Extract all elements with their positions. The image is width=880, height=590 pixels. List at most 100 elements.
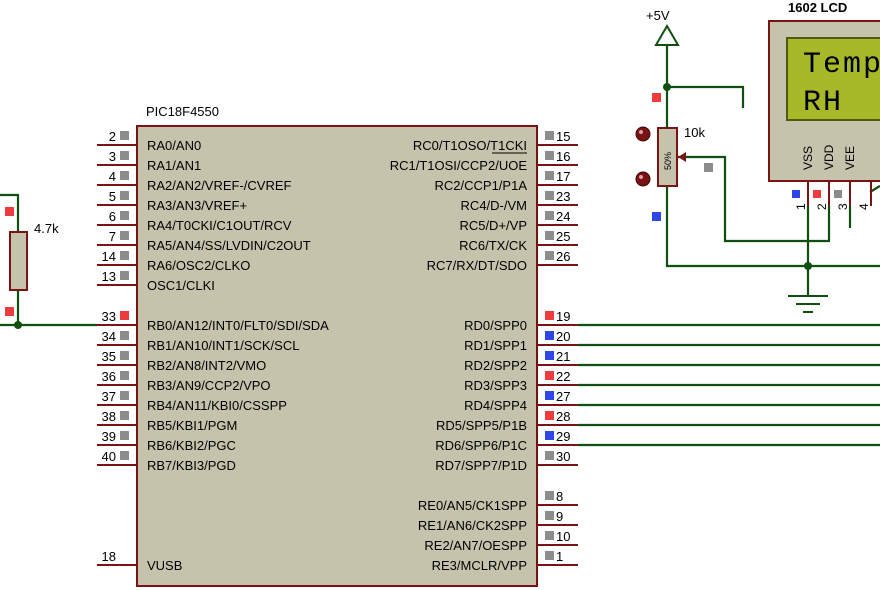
pin-number: 22 bbox=[556, 369, 570, 384]
pot-body bbox=[657, 127, 678, 187]
pin-label: RB3/AN9/CCP2/VPO bbox=[147, 378, 271, 393]
lcd-pin-number: 1 bbox=[794, 203, 808, 210]
pin-number: 38 bbox=[102, 409, 116, 424]
pin-state-indicator bbox=[545, 171, 554, 180]
pin-label: RB0/AN12/INT0/FLT0/SDI/SDA bbox=[147, 318, 329, 333]
wire-vcc-to-lcd bbox=[667, 85, 745, 108]
pin-state-indicator bbox=[120, 451, 129, 460]
pin-label: RB7/KBI3/PGD bbox=[147, 458, 236, 473]
pin-state-indicator bbox=[545, 231, 554, 240]
pin-number: 39 bbox=[102, 429, 116, 444]
pot-increase-button[interactable] bbox=[635, 126, 651, 142]
pin-number: 40 bbox=[102, 449, 116, 464]
pin-number: 1 bbox=[556, 549, 563, 564]
mcu-pic18f4550[interactable]: PIC18F4550 2RA0/AN03RA1/AN14RA2/AN2/VREF… bbox=[97, 104, 578, 587]
pin-number: 4 bbox=[109, 169, 116, 184]
power-arrow-icon bbox=[654, 24, 680, 46]
resistor-4k7[interactable]: 4.7k bbox=[5, 207, 59, 316]
pin-label: RA2/AN2/VREF-/CVREF bbox=[147, 178, 292, 193]
junction-dot bbox=[14, 321, 22, 329]
pin-number: 37 bbox=[102, 389, 116, 404]
pin-number: 25 bbox=[556, 229, 570, 244]
pin-label: RA3/AN3/VREF+ bbox=[147, 198, 247, 213]
pin-state-indicator bbox=[120, 131, 129, 140]
pin-state-indicator bbox=[120, 311, 129, 320]
pin-state-indicator bbox=[545, 211, 554, 220]
junction-dot bbox=[804, 262, 812, 270]
pin-state-indicator bbox=[545, 331, 554, 340]
resistor-body bbox=[9, 231, 28, 291]
pin-number: 30 bbox=[556, 449, 570, 464]
pin-label: RE0/AN5/CK1SPP bbox=[418, 498, 527, 513]
pin-number: 34 bbox=[102, 329, 116, 344]
pin-state-indicator bbox=[120, 191, 129, 200]
pin-state-indicator bbox=[545, 491, 554, 500]
pot-increase-icon bbox=[639, 130, 643, 134]
lcd-pin-4[interactable]: 4 bbox=[857, 181, 872, 210]
pin-label: RB1/AN10/INT1/SCK/SCL bbox=[147, 338, 299, 353]
pin-label: RD6/SPP6/P1C bbox=[435, 438, 527, 453]
pin-number: 10 bbox=[556, 529, 570, 544]
pin-state-indicator bbox=[120, 391, 129, 400]
pot-wiper-percent: 50% bbox=[663, 152, 673, 170]
pin-number: 7 bbox=[109, 229, 116, 244]
pot-decrease-button[interactable] bbox=[635, 171, 651, 187]
pin-state-indicator bbox=[545, 451, 554, 460]
pin-label: RA6/OSC2/CLKO bbox=[147, 258, 250, 273]
ground-icon bbox=[788, 295, 828, 313]
pin-label: OSC1/CLKI bbox=[147, 278, 215, 293]
pin-number: 9 bbox=[556, 509, 563, 524]
pin-label: RD0/SPP0 bbox=[464, 318, 527, 333]
pin-label: RD3/SPP3 bbox=[464, 378, 527, 393]
potentiometer[interactable]: 50% 10k bbox=[635, 93, 713, 221]
pin-state-indicator bbox=[545, 151, 554, 160]
pin-state-indicator bbox=[545, 351, 554, 360]
pin-label: RA5/AN4/SS/LVDIN/C2OUT bbox=[147, 238, 311, 253]
pin-label: RD5/SPP5/P1B bbox=[436, 418, 527, 433]
lcd-pin-label: VEE bbox=[843, 146, 857, 170]
mcu-right-pins: 15RC0/T1OSO/T1CKI16RC1/T1OSI/CCP2/UOE17R… bbox=[390, 129, 578, 573]
power-terminal[interactable]: +5V bbox=[646, 8, 680, 46]
pin-number: 33 bbox=[102, 309, 116, 324]
